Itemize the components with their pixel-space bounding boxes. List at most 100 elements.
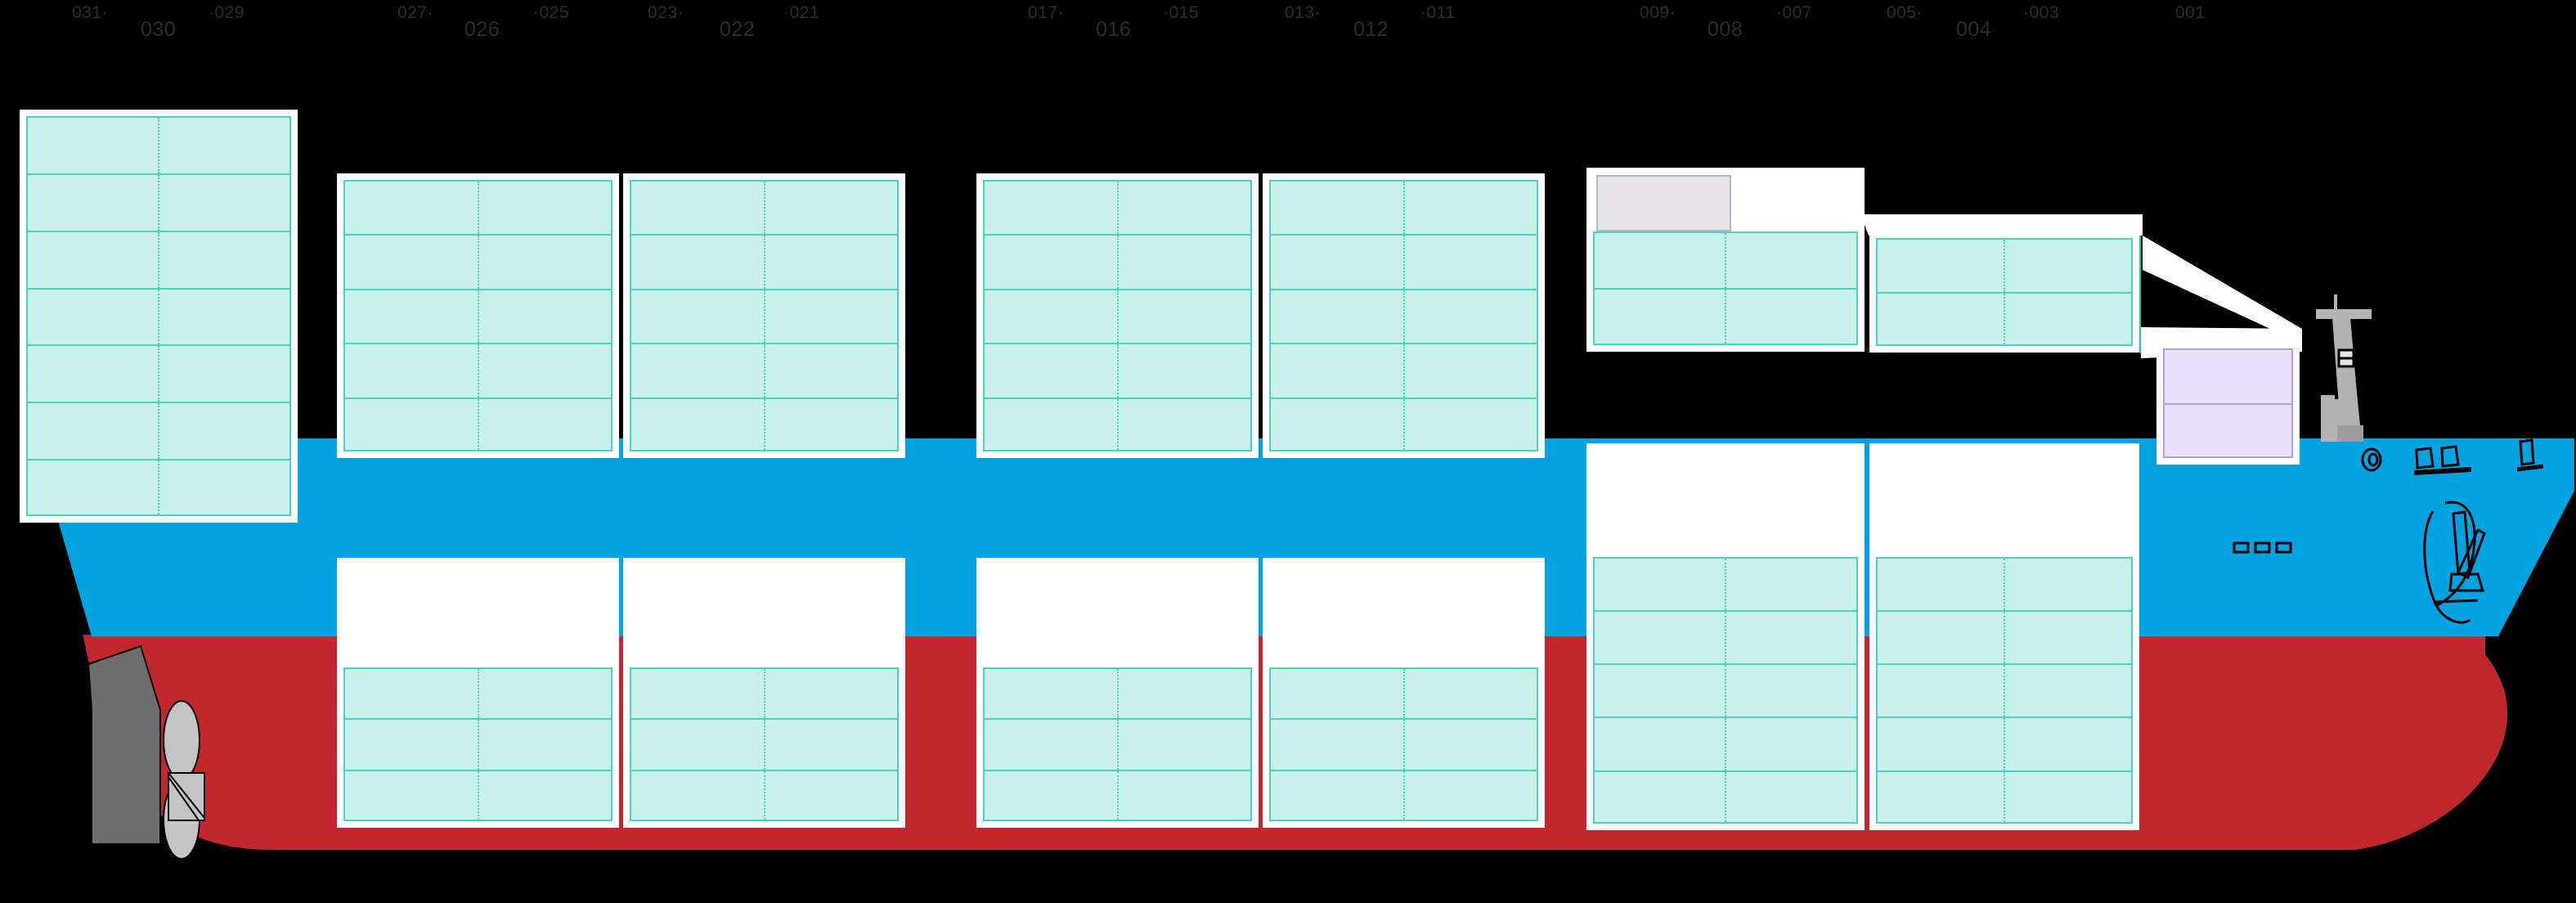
stack-row [343,718,613,770]
empty-slot[interactable] [343,564,613,616]
container-slot[interactable] [26,459,291,517]
vent-icon-3 [2519,438,2535,466]
container-slot[interactable] [26,287,291,345]
container-slot[interactable] [1269,234,1538,289]
container-slot[interactable] [1876,770,2133,824]
bay-012-above[interactable] [1263,173,1545,458]
bay-label-011: ·011 [1420,3,1456,22]
empty-slot[interactable] [630,615,899,667]
porthole-inner-icon [2367,452,2379,467]
empty-slot[interactable] [343,615,613,667]
container-slot[interactable] [26,116,291,173]
special-container-slot[interactable] [2163,403,2293,458]
empty-slot[interactable] [983,564,1252,616]
bay-026-below[interactable] [337,558,619,828]
container-slot[interactable] [1593,717,1858,770]
container-slot[interactable] [343,180,613,235]
container-slot[interactable] [26,230,291,288]
bay-label-026: 026 [464,18,500,41]
container-slot[interactable] [343,397,613,452]
container-slot[interactable] [1876,609,2133,664]
bay-012-below[interactable] [1263,558,1545,828]
stack-row [1269,288,1538,344]
container-slot[interactable] [983,397,1252,452]
container-slot[interactable] [630,180,899,235]
container-slot[interactable] [983,343,1252,398]
empty-slot[interactable] [630,564,899,616]
container-slot[interactable] [983,770,1252,821]
special-container-slot[interactable] [2163,348,2293,403]
container-slot[interactable] [1269,667,1538,719]
stack-row [630,288,899,344]
empty-slot[interactable] [1269,615,1538,667]
container-slot[interactable] [26,344,291,402]
container-slot[interactable] [1269,288,1538,344]
container-slot[interactable] [1269,180,1538,235]
container-slot[interactable] [630,343,899,398]
empty-slot[interactable] [983,615,1252,667]
empty-slot[interactable] [1593,503,1858,557]
container-slot[interactable] [1593,663,1858,717]
container-slot[interactable] [983,288,1252,344]
container-slot[interactable] [1876,238,2133,292]
container-slot[interactable] [983,180,1252,235]
bay-022-below[interactable] [623,558,905,828]
bay-004-above[interactable] [1869,231,2139,353]
bay-004-below[interactable] [1869,443,2139,830]
container-slot[interactable] [630,288,899,344]
empty-slot[interactable] [1876,503,2133,557]
container-slot[interactable] [983,234,1252,289]
container-slot[interactable] [630,234,899,289]
container-slot[interactable] [343,770,613,821]
stack-row [1593,556,1858,610]
reserved-slot-bay-009[interactable] [1596,175,1731,231]
container-slot[interactable] [1876,717,2133,770]
container-slot[interactable] [1593,288,1858,346]
container-slot[interactable] [343,667,613,719]
stack-row [26,287,291,345]
stack-row [983,667,1252,719]
container-slot[interactable] [630,770,899,821]
empty-slot[interactable] [1593,450,1858,504]
bay-026-above[interactable] [337,173,619,458]
container-slot[interactable] [26,402,291,460]
stack-row [1269,180,1538,235]
stack-row [26,230,291,288]
empty-slot[interactable] [1269,564,1538,616]
container-slot[interactable] [1269,343,1538,398]
container-slot[interactable] [983,718,1252,770]
container-slot[interactable] [1876,292,2133,346]
container-slot[interactable] [343,288,613,344]
container-slot[interactable] [1593,556,1858,610]
container-slot[interactable] [1876,663,2133,717]
container-slot[interactable] [1269,397,1538,452]
container-slot[interactable] [630,718,899,770]
container-slot[interactable] [343,718,613,770]
container-slot[interactable] [343,234,613,289]
stack-row [983,770,1252,821]
container-slot[interactable] [630,397,899,452]
stack-row [1593,231,1858,289]
bow-flare [2355,438,2574,636]
stack-row [343,288,613,344]
bay-016-above[interactable] [976,173,1259,458]
container-slot[interactable] [26,173,291,231]
container-slot[interactable] [630,667,899,719]
stack-row [2163,348,2293,403]
container-slot[interactable] [1269,770,1538,821]
bay-002-special[interactable] [2156,342,2300,465]
bay-016-below[interactable] [976,558,1259,828]
stack-grid [1876,238,2133,346]
container-slot[interactable] [1269,718,1538,770]
container-slot[interactable] [1593,231,1858,289]
container-slot[interactable] [1593,770,1858,824]
container-slot[interactable] [983,667,1252,719]
stack-grid [983,180,1252,452]
container-slot[interactable] [1876,556,2133,610]
container-slot[interactable] [343,343,613,398]
empty-slot[interactable] [1876,450,2133,504]
bay-030-above[interactable] [20,110,298,523]
bay-008-below[interactable] [1586,443,1865,830]
container-slot[interactable] [1593,609,1858,664]
bay-022-above[interactable] [623,173,905,458]
